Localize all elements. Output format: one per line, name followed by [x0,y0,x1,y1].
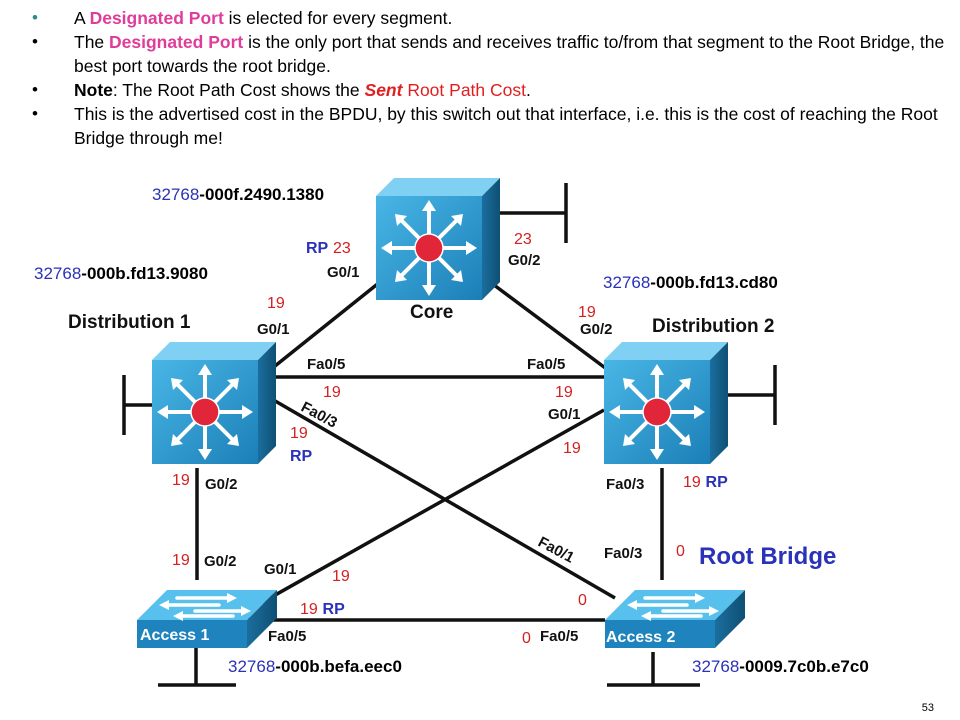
cost-a1-g01: 19 [332,568,350,585]
bullet-marker: • [32,8,38,27]
cost-d1-fa05: 19 [323,384,341,401]
bullet-text: The Designated Port is the only port tha… [74,32,945,76]
access1-name: Access 1 [140,627,209,644]
cost-core-g02: 23 [514,231,532,248]
link-dist1-access2 [269,396,616,600]
links [195,280,664,622]
port-label: Fa0/5 [540,628,578,645]
core-name: Core [410,302,453,323]
cost-a1-g02: 19 [172,552,190,569]
distribution2-name: Distribution 2 [652,316,774,337]
distribution1-name: Distribution 1 [68,312,191,333]
bullet-item: • A Designated Port is elected for every… [28,6,953,30]
port-label: Fa0/3 [604,545,642,562]
distribution2-switch-icon [602,340,730,466]
bullet-marker: • [32,80,38,99]
core-switch-icon [374,176,502,302]
link-core-dist2 [488,280,610,372]
port-label: Fa0/5 [268,628,306,645]
host-segments [122,183,777,687]
port-label: Fa0/5 [307,356,345,373]
cost-d1-fa03: 19 [290,425,308,442]
access2-name: Access 2 [606,629,675,646]
port-label: Fa0/5 [527,356,565,373]
port-label: Fa0/3 [606,476,644,493]
cost-d2-g02: 19 [578,304,596,321]
link-dist2-access1 [244,408,605,614]
port-label: G0/2 [204,553,237,570]
bullet-marker: • [32,104,38,123]
port-label: G0/1 [327,264,360,281]
page-number: 53 [921,702,934,714]
port-label: G0/1 [548,406,581,423]
cost-a2-fa03: 0 [676,543,685,560]
bridge-id-access1: 32768-000b.befa.eec0 [228,657,402,676]
cost-a1-fa05: 19 RP [300,601,345,618]
bridge-id-distribution2: 32768-000b.fd13.cd80 [603,273,778,292]
cost-d2-fa05: 19 [555,384,573,401]
bullet-text: Note: The Root Path Cost shows the Sent … [74,80,531,100]
role-d1-fa03: RP [290,448,313,465]
port-label: G0/1 [257,321,290,338]
bullet-text: A Designated Port is elected for every s… [74,8,453,28]
cost-d2-fa03: 19 RP [683,474,728,491]
cost-d1-g02: 19 [172,472,190,489]
cost-a2-fa05: 0 [522,630,531,647]
bullet-list: • A Designated Port is elected for every… [28,6,953,150]
bullet-item: • Note: The Root Path Cost shows the Sen… [28,78,953,102]
bullet-item: • This is the advertised cost in the BPD… [28,102,953,150]
port-label: G0/2 [580,321,613,338]
port-label: Fa0/1 [535,534,577,567]
port-label: G0/1 [264,561,297,578]
cost-a2-fa01: 0 [578,592,587,609]
port-label: G0/2 [205,476,238,493]
distribution1-switch-icon [150,340,278,466]
cost-d1-g01: 19 [267,295,285,312]
port-label: G0/2 [508,252,541,269]
root-bridge-label: Root Bridge [699,543,837,570]
bridge-id-core: 32768-000f.2490.1380 [152,185,325,204]
bridge-id-distribution1: 32768-000b.fd13.9080 [34,264,208,283]
bridge-id-access2: 32768-0009.7c0b.e7c0 [692,657,869,676]
bullet-marker: • [32,32,38,51]
bullet-item: • The Designated Port is the only port t… [28,30,953,78]
cost-core-g01: RP 23 [306,240,351,257]
cost-d2-g01: 19 [563,440,581,457]
bullet-text: This is the advertised cost in the BPDU,… [74,104,938,148]
link-core-dist1 [268,280,382,372]
